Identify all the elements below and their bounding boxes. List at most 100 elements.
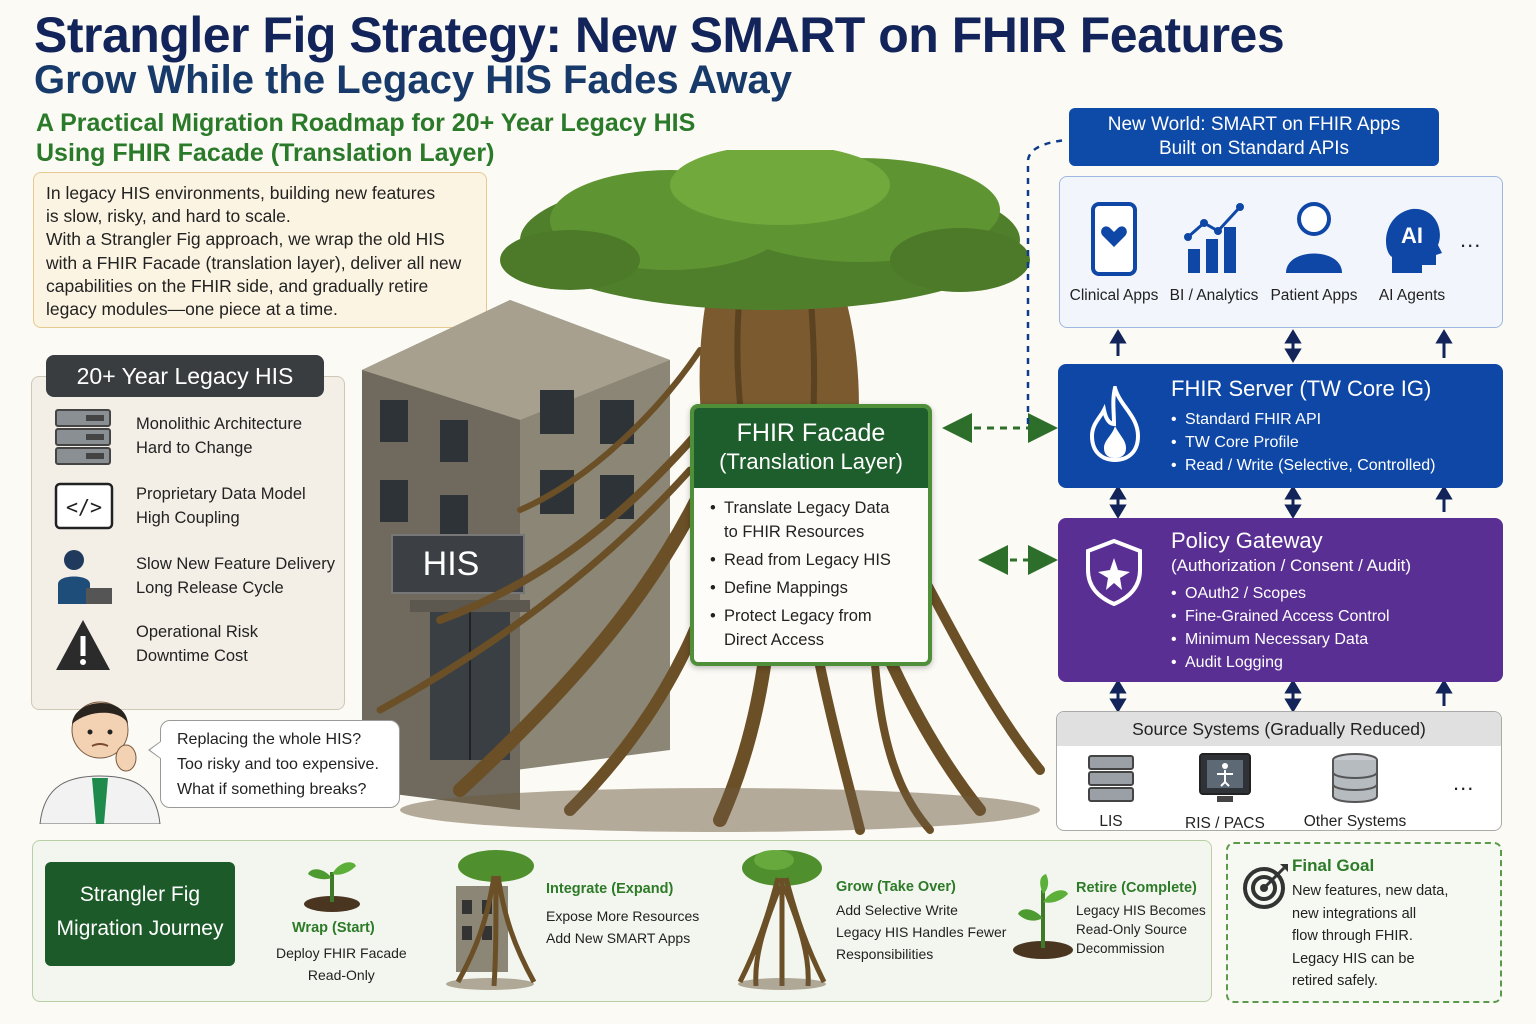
final-goal-text: New features, new data, new integrations… [1292, 883, 1449, 989]
sapling-icon [1013, 874, 1073, 959]
grown-tree-icon [737, 850, 827, 990]
facade-item: Define Mappings [710, 576, 918, 600]
source-label: LIS [1099, 813, 1123, 830]
apps-more-indicator: ... [1460, 227, 1482, 252]
stage-retire-title: Retire (Complete) [1076, 880, 1197, 896]
flame-icon [1089, 386, 1141, 462]
database-icon [1332, 753, 1378, 803]
shield-icon [1086, 538, 1142, 606]
monitor-xray-icon [1198, 753, 1251, 802]
policy-item: OAuth2 / Scopes [1171, 582, 1390, 605]
legacy-item-line2: Downtime Cost [136, 647, 248, 665]
legacy-item-operational-risk: Operational Risk Downtime Cost [52, 616, 342, 676]
new-world-title: New World: SMART on FHIR Apps Built on S… [1069, 108, 1439, 166]
legacy-item-line1: Proprietary Data Model [136, 485, 306, 503]
legacy-item-line1: Operational Risk [136, 623, 258, 641]
app-label: AI Agents [1378, 287, 1446, 304]
legacy-item-line1: Slow New Feature Delivery [136, 555, 335, 573]
subtitle: A Practical Migration Roadmap for 20+ Ye… [36, 108, 736, 168]
app-ai-agents: AI AI Agents [1362, 201, 1462, 305]
intro-line: legacy modules—one piece at a time. [46, 299, 338, 320]
final-goal-title: Final Goal [1292, 856, 1375, 875]
bubble-line: What if something breaks? [177, 781, 367, 798]
bubble-line: Replacing the whole HIS? [177, 731, 362, 748]
source-systems-title: Source Systems (Gradually Reduced) [1057, 712, 1501, 746]
source-ris-pacs: RIS / PACS [1185, 752, 1265, 831]
tree-canopy [500, 150, 1030, 310]
subtitle-line1: A Practical Migration Roadmap for 20+ Ye… [36, 109, 696, 137]
chart-icon [1184, 203, 1244, 273]
fhir-facade-header: FHIR Facade (Translation Layer) [694, 408, 928, 488]
new-world-title-line2: Built on Standard APIs [1158, 138, 1350, 159]
policy-item: Fine-Grained Access Control [1171, 605, 1390, 628]
facade-item: Read from Legacy HIS [710, 548, 918, 572]
ai-badge: AI [1401, 223, 1423, 248]
app-label: Patient Apps [1270, 287, 1358, 304]
source-other: Other Systems [1303, 752, 1407, 830]
intro-line: In legacy HIS environments, building new… [46, 183, 436, 203]
code-icon: </> [54, 482, 114, 530]
app-label: Clinical Apps [1069, 287, 1159, 304]
fhir-server-item: Read / Write (Selective, Controlled) [1171, 454, 1435, 477]
source-label: RIS / PACS [1185, 815, 1265, 831]
legacy-item-line2: Long Release Cycle [136, 579, 284, 597]
building-vines-icon [446, 850, 537, 990]
legacy-item-line1: Monolithic Architecture [136, 415, 302, 433]
stage-retire-text: Legacy HIS Becomes Read-Only Source Deco… [1076, 903, 1206, 956]
stage-integrate-text: Expose More Resources Add New SMART Apps [546, 908, 700, 946]
stage-grow-text: Add Selective Write Legacy HIS Handles F… [836, 902, 1007, 962]
sources-more-indicator: ... [1453, 770, 1475, 795]
stage-wrap-text: Deploy FHIR Facade Read-Only [276, 945, 407, 983]
ai-head-icon: AI [1386, 208, 1442, 273]
legacy-item-slow-delivery: Slow New Feature Delivery Long Release C… [52, 548, 342, 608]
legacy-his-title: 20+ Year Legacy HIS [46, 355, 324, 397]
policy-item: Minimum Necessary Data [1171, 628, 1390, 651]
policy-gateway-box: Policy Gateway (Authorization / Consent … [1058, 518, 1503, 682]
main-title-line2: Grow While the Legacy HIS Fades Away [34, 58, 792, 102]
app-clinical: Clinical Apps [1064, 201, 1164, 305]
stage-wrap-title: Wrap (Start) [292, 920, 375, 936]
smart-apps-panel: Clinical Apps BI / Analytics Patient App… [1059, 176, 1503, 328]
fhir-facade-title: FHIR Facade [736, 419, 886, 447]
phone-heart-icon [1091, 202, 1137, 276]
sprout-icon [304, 862, 360, 912]
server-rack-icon [55, 409, 111, 465]
source-systems-box: Source Systems (Gradually Reduced) LIS R… [1056, 711, 1502, 831]
legacy-item-data-model: </> Proprietary Data Model High Coupling [52, 478, 342, 538]
stage-grow-title: Grow (Take Over) [836, 879, 956, 895]
svg-text:</>: </> [66, 495, 102, 519]
journey-title-line1: Strangler Fig [79, 883, 201, 906]
bubble-line: Too risky and too expensive. [177, 756, 379, 773]
warning-icon [56, 620, 110, 670]
app-patient: Patient Apps [1264, 201, 1364, 305]
intro-line: is slow, risky, and hard to scale. [46, 206, 291, 227]
fhir-server-item: TW Core Profile [1171, 431, 1435, 454]
main-title: Strangler Fig Strategy: New SMART on FHI… [34, 7, 1285, 63]
fhir-facade-subtitle: (Translation Layer) [719, 449, 903, 474]
legacy-item-line2: Hard to Change [136, 439, 253, 457]
target-icon [1243, 864, 1288, 909]
fhir-server-list: Standard FHIR API TW Core Profile Read /… [1171, 408, 1435, 477]
app-label: BI / Analytics [1169, 287, 1259, 304]
intro-line: With a Strangler Fig approach, we wrap t… [46, 229, 445, 250]
stage-integrate-title: Integrate (Expand) [546, 881, 674, 897]
journey-title-line2: Migration Journey [56, 917, 224, 940]
legacy-item-line2: High Coupling [136, 509, 240, 527]
policy-gateway-title: Policy Gateway [1171, 528, 1323, 553]
person-icon [1286, 202, 1342, 273]
final-goal-box: Final Goal New features, new data, new i… [1226, 842, 1502, 1003]
policy-gateway-subtitle: (Authorization / Consent / Audit) [1171, 556, 1412, 575]
fhir-server-item: Standard FHIR API [1171, 408, 1435, 431]
worried-doctor-illustration [39, 701, 161, 824]
his-building-sign: HIS [422, 545, 480, 583]
source-lis: LIS [1085, 752, 1137, 830]
fhir-facade-box: FHIR Facade (Translation Layer) Translat… [690, 404, 932, 666]
subtitle-line2: Using FHIR Facade (Translation Layer) [36, 139, 495, 167]
app-bi-analytics: BI / Analytics [1164, 201, 1264, 305]
legacy-item-monolithic: Monolithic Architecture Hard to Change [52, 408, 342, 468]
intro-line: with a FHIR Facade (translation layer), … [46, 252, 462, 273]
intro-box: In legacy HIS environments, building new… [33, 172, 487, 328]
